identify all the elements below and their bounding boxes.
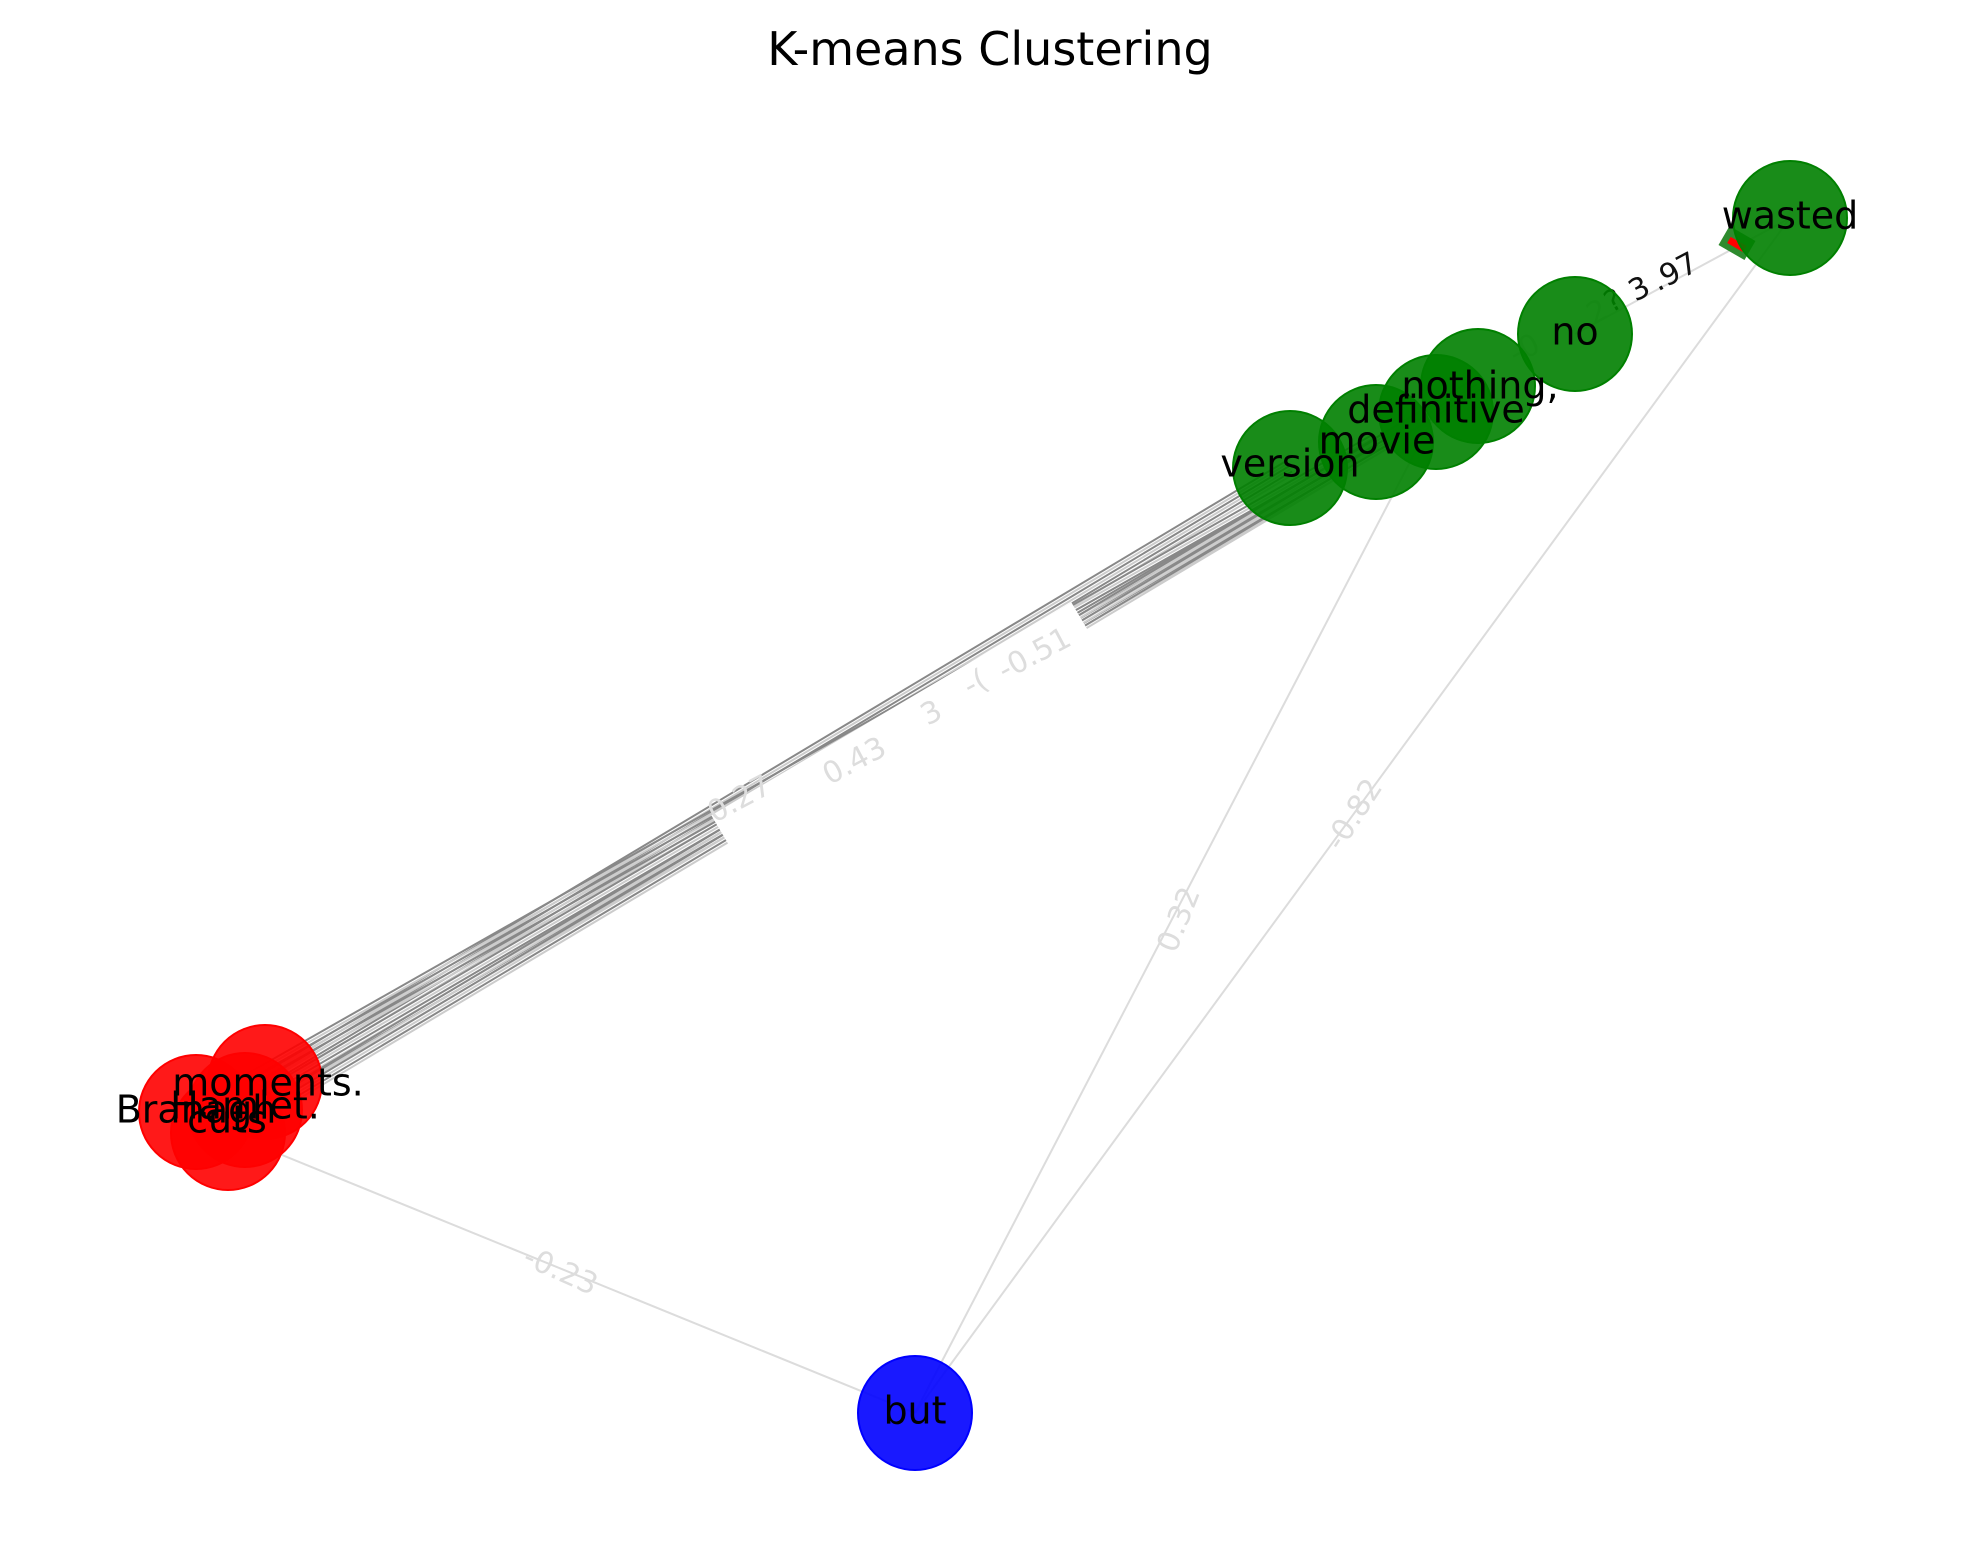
edge-weight-label: 0.32 [1150, 882, 1207, 957]
edge-cuts-but [227, 1132, 916, 1414]
node-moments [207, 1024, 323, 1140]
node-no [1517, 276, 1633, 392]
node-label-but: but [883, 1389, 946, 1433]
edge-bundle-line [191, 434, 1373, 1106]
edge-weight-label: -0.23 [518, 1239, 603, 1303]
chart-title: K-means Clustering [767, 22, 1213, 76]
node-label-no: no [1551, 310, 1598, 354]
node-label-hamlet: Hamlet. [170, 1084, 320, 1128]
node-but [857, 1355, 973, 1471]
node-version [1232, 410, 1348, 526]
edge-wasted-but [914, 217, 1791, 1414]
node-label-cuts: cuts [187, 1098, 267, 1142]
node-wasted [1732, 160, 1848, 276]
node-label-branagh: Branagh [116, 1088, 277, 1132]
node-label-moments: moments. [172, 1061, 364, 1105]
edge-weight-label: -0.82 [1318, 772, 1390, 856]
node-label-nothing: nothing, [1401, 364, 1558, 408]
edge-bundle-line [193, 436, 1375, 1109]
edge-definitive-but [914, 411, 1437, 1414]
node-label-movie: movie [1319, 419, 1436, 463]
node-labels-layer: wasted no nothing,definitivemovieversionBr… [116, 194, 1859, 1433]
node-label-definitive: definitive [1347, 388, 1524, 432]
edges-layer [191, 217, 1791, 1414]
node-label-version: version [1220, 442, 1359, 486]
edge-label-background [711, 602, 1089, 845]
nodes-layer [138, 160, 1848, 1471]
node-label-wasted: wasted [1722, 194, 1859, 238]
